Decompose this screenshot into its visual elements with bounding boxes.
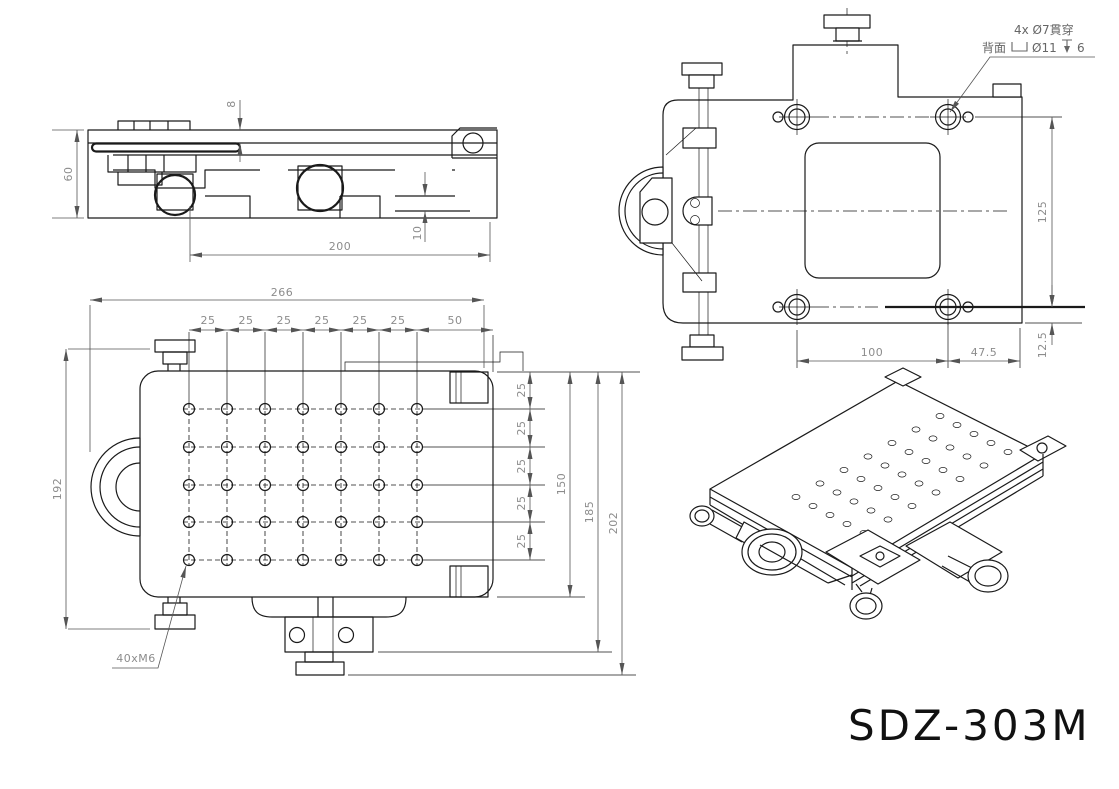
- back-view-hole-note: 4x Ø7貫穿 背面 Ø11 6: [949, 22, 1095, 113]
- iso-view: [689, 367, 1067, 620]
- dim-47-5: 47.5: [971, 346, 998, 359]
- plan-view-hole-grid: [182, 332, 640, 676]
- dim-pitch-25: 25: [515, 383, 528, 398]
- dim-12-5: 12.5: [1036, 332, 1049, 359]
- hole-note-line1: 4x Ø7貫穿: [1014, 22, 1074, 37]
- model-title: SDZ-303M: [848, 701, 1091, 750]
- plan-view-dimensions: 266 25 25 25 25 25 25 50 192 25 25 2: [51, 286, 625, 675]
- dim-60: 60: [62, 167, 75, 182]
- depth-icon: [1062, 39, 1072, 53]
- side-view-dimensions: 60 8 200 10: [52, 100, 491, 262]
- dim-pitch-25: 25: [391, 314, 406, 327]
- dim-pitch-25: 25: [239, 314, 254, 327]
- dim-192: 192: [51, 478, 64, 501]
- hole-callout: 40xM6: [116, 652, 156, 665]
- dim-200: 200: [329, 240, 352, 253]
- dim-pitch-25: 25: [353, 314, 368, 327]
- hole-note-cbore-dia: Ø11: [1032, 41, 1057, 55]
- dim-pitch-25: 25: [515, 459, 528, 474]
- iso-undercarriage: [689, 505, 1009, 620]
- back-view-dimensions: 125 12.5 100 47.5: [796, 116, 1082, 368]
- dim-125: 125: [1036, 201, 1049, 224]
- side-view: 60 8 200 10: [52, 100, 498, 262]
- back-view: 125 12.5 100 47.5 4x Ø7貫穿 背面 Ø11 6: [618, 8, 1095, 368]
- dim-pitch-25: 25: [515, 534, 528, 549]
- plan-view-body: [90, 339, 524, 676]
- iso-bracket: [1019, 435, 1067, 462]
- dim-100: 100: [861, 346, 884, 359]
- dim-202: 202: [607, 512, 620, 535]
- dim-50: 50: [448, 314, 463, 327]
- dim-8: 8: [225, 100, 238, 108]
- counterbore-icon: [1011, 42, 1028, 52]
- iso-corner-tab: [884, 367, 922, 387]
- dim-266: 266: [271, 286, 294, 299]
- dim-150: 150: [555, 473, 568, 496]
- dim-10: 10: [411, 226, 424, 241]
- dim-pitch-25: 25: [277, 314, 292, 327]
- hole-note-backface: 背面: [982, 41, 1006, 55]
- iso-hole-pattern: [791, 413, 1013, 536]
- dim-pitch-25: 25: [315, 314, 330, 327]
- dim-pitch-25: 25: [515, 421, 528, 436]
- dim-185: 185: [583, 501, 596, 524]
- side-view-body: [87, 120, 498, 219]
- dim-pitch-25: 25: [201, 314, 216, 327]
- hole-note-depth: 6: [1077, 41, 1085, 55]
- plan-view: 266 25 25 25 25 25 25 50 192 25 25 2: [51, 286, 640, 676]
- back-view-body: [618, 8, 1085, 361]
- dim-pitch-25: 25: [515, 496, 528, 511]
